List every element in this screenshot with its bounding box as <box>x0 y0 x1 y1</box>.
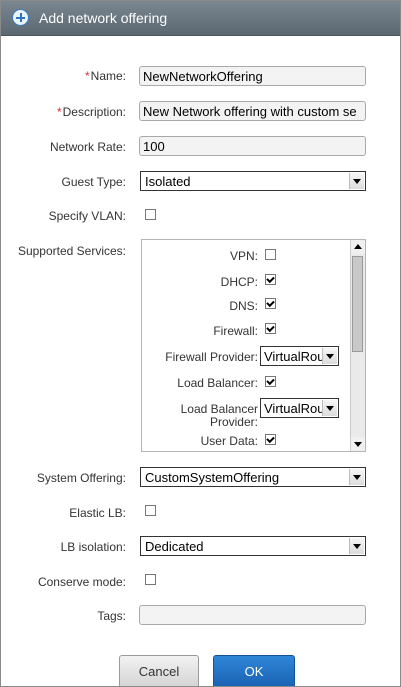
dhcp-label: DHCP: <box>220 275 258 289</box>
guest-type-select[interactable]: Isolated <box>140 171 366 191</box>
load-balancer-provider-label-line1: Load Balancer <box>180 402 258 416</box>
plus-circle-icon <box>12 9 29 26</box>
conserve-mode-checkbox[interactable] <box>145 574 156 585</box>
dns-label: DNS: <box>229 299 258 313</box>
load-balancer-label: Load Balancer: <box>177 376 258 390</box>
firewall-checkbox[interactable] <box>265 323 276 334</box>
elastic-lb-checkbox[interactable] <box>145 505 156 516</box>
load-balancer-provider-label-line2: Provider: <box>209 415 258 429</box>
description-label-text: Description: <box>62 105 126 119</box>
tags-input[interactable] <box>139 605 366 625</box>
lb-isolation-value: Dedicated <box>145 539 204 554</box>
chevron-down-icon[interactable] <box>349 173 364 189</box>
scroll-thumb[interactable] <box>352 256 363 352</box>
cancel-button[interactable]: Cancel <box>119 655 199 686</box>
firewall-provider-select[interactable]: VirtualRou <box>260 346 339 366</box>
load-balancer-provider-select[interactable]: VirtualRou <box>260 398 339 418</box>
dns-checkbox[interactable] <box>265 298 276 309</box>
name-label: *Name: <box>85 69 126 83</box>
user-data-label: User Data: <box>200 434 258 448</box>
system-offering-select[interactable]: CustomSystemOffering <box>140 467 366 487</box>
network-rate-label: Network Rate: <box>49 140 126 154</box>
load-balancer-provider-label: Load Balancer Provider: <box>181 403 258 429</box>
firewall-label: Firewall: <box>213 324 258 338</box>
load-balancer-provider-value: VirtualRou <box>264 401 325 416</box>
lb-isolation-label: LB isolation: <box>60 540 126 554</box>
lb-isolation-select[interactable]: Dedicated <box>140 536 366 556</box>
network-rate-input[interactable]: 100 <box>139 136 366 156</box>
description-input[interactable]: New Network offering with custom se <box>139 101 366 121</box>
chevron-down-icon[interactable] <box>349 538 364 554</box>
dhcp-checkbox[interactable] <box>265 274 276 285</box>
services-scrollbar[interactable] <box>350 240 365 451</box>
system-offering-label: System Offering: <box>36 471 126 485</box>
required-mark: * <box>84 69 90 83</box>
firewall-provider-value: VirtualRou <box>264 349 325 364</box>
vpn-checkbox[interactable] <box>265 249 276 260</box>
conserve-mode-label: Conserve mode: <box>37 575 126 589</box>
scroll-up-icon[interactable] <box>351 240 365 254</box>
dialog-title-bar[interactable]: Add network offering <box>1 1 400 36</box>
guest-type-label: Guest Type: <box>61 175 126 189</box>
dialog-title: Add network offering <box>39 10 168 26</box>
ok-button[interactable]: OK <box>213 655 295 686</box>
firewall-provider-label: Firewall Provider: <box>165 350 258 364</box>
chevron-down-icon[interactable] <box>322 400 337 416</box>
tags-label: Tags: <box>97 609 126 623</box>
chevron-down-icon[interactable] <box>322 348 337 364</box>
guest-type-value: Isolated <box>145 174 191 189</box>
required-mark: * <box>56 105 62 119</box>
vpn-label: VPN: <box>229 249 258 263</box>
user-data-checkbox[interactable] <box>265 434 276 445</box>
specify-vlan-checkbox[interactable] <box>145 209 156 220</box>
elastic-lb-label: Elastic LB: <box>69 506 126 520</box>
name-input[interactable]: NewNetworkOffering <box>139 66 366 86</box>
scroll-down-icon[interactable] <box>351 437 365 451</box>
load-balancer-checkbox[interactable] <box>265 376 276 387</box>
name-label-text: Name: <box>90 69 126 83</box>
supported-services-label: Supported Services: <box>17 244 126 258</box>
supported-services-list[interactable]: VPN: DHCP: DNS: Firewall: Firewall Provi… <box>141 239 366 452</box>
description-label: *Description: <box>57 105 126 119</box>
chevron-down-icon[interactable] <box>349 469 364 485</box>
specify-vlan-label: Specify VLAN: <box>48 209 126 223</box>
system-offering-value: CustomSystemOffering <box>145 470 280 485</box>
